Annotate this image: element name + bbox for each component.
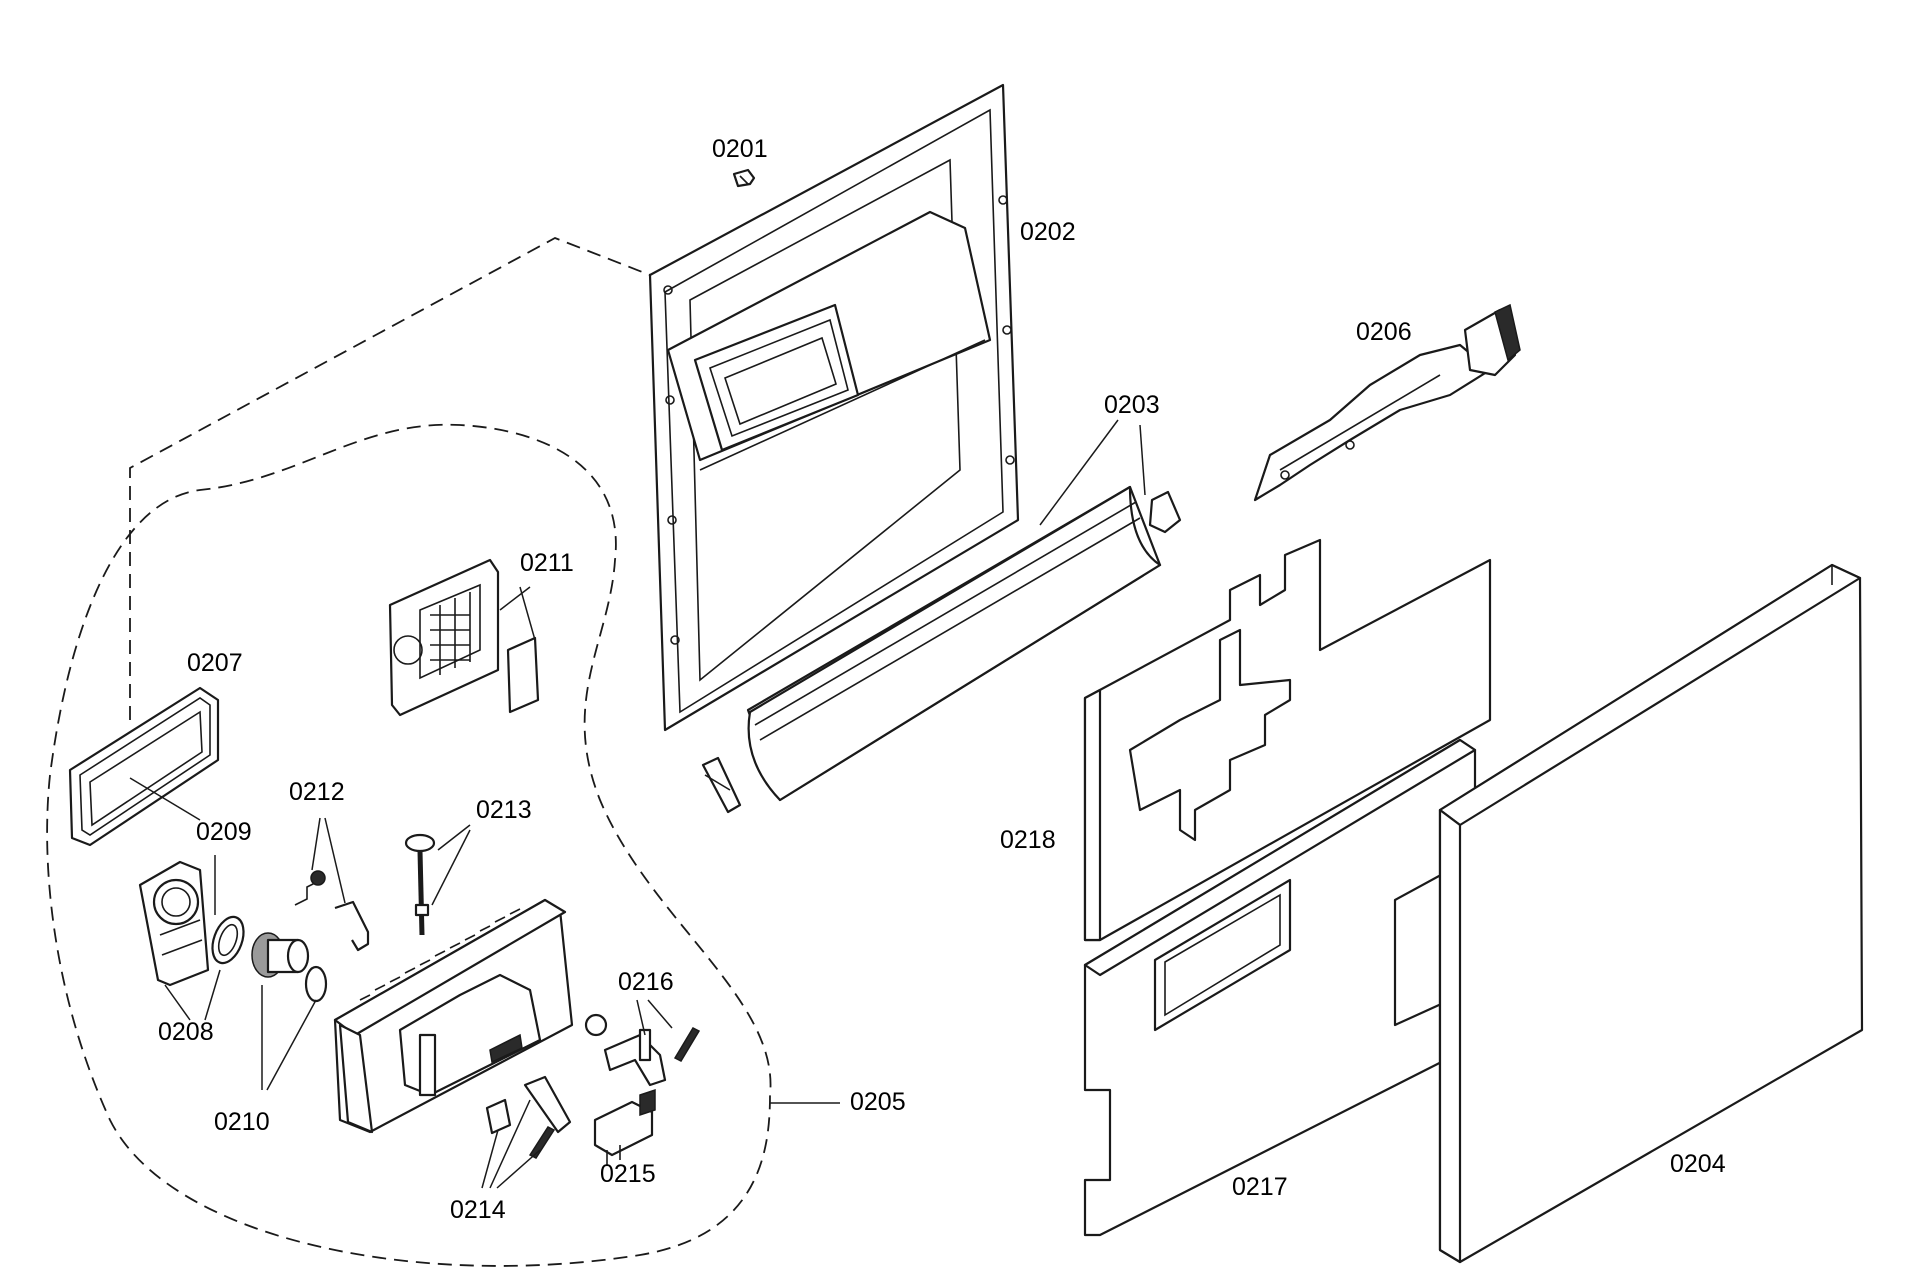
inner-door-liner-0202 [648, 83, 1020, 732]
callout-0213: 0213 [476, 796, 532, 824]
callout-0205: 0205 [850, 1088, 906, 1116]
callout-0203: 0203 [1104, 391, 1160, 419]
leader-lines [129, 419, 1146, 1189]
dashed-assembly-outlines [46, 237, 772, 1267]
callout-0214: 0214 [450, 1196, 506, 1224]
callout-0202: 0202 [1020, 218, 1076, 246]
outer-door-panel-0204 [1438, 563, 1864, 1264]
plunger-0213 [404, 833, 436, 936]
callout-0208: 0208 [158, 1018, 214, 1046]
fill-cap-0210 [251, 932, 328, 1003]
callout-0211: 0211 [520, 549, 574, 577]
screw-0201 [732, 168, 756, 188]
callout-0206: 0206 [1356, 318, 1412, 346]
vent-module-0211 [388, 558, 540, 717]
callout-0201: 0201 [712, 135, 768, 163]
callout-0217: 0217 [1232, 1173, 1288, 1201]
callout-0215: 0215 [600, 1160, 656, 1188]
switch-0215 [593, 1088, 656, 1165]
spring-lever-0212 [294, 870, 370, 952]
insulation-panel-0217 [1083, 738, 1477, 1237]
callout-0204: 0204 [1670, 1150, 1726, 1178]
callout-0210: 0210 [214, 1108, 270, 1136]
dispenser-cap-0208 [138, 860, 210, 987]
latch-bracket-0206 [1253, 303, 1521, 502]
callout-labels: 0201 0202 0206 0203 0211 0207 0212 0213 … [158, 135, 1726, 1224]
callout-0212: 0212 [289, 778, 345, 806]
callout-0207: 0207 [187, 649, 243, 677]
window-frame-0207 [68, 686, 220, 847]
lever-parts-0216 [584, 1013, 667, 1087]
insulation-panel-0218 [1083, 538, 1492, 942]
bottom-trim-strip-0203 [701, 485, 1182, 814]
dispenser-body-0205 [333, 898, 574, 1134]
gasket-ring-0209 [211, 915, 245, 965]
lever-parts-0214 [485, 1027, 701, 1159]
callout-0216: 0216 [618, 968, 674, 996]
callout-0218: 0218 [1000, 826, 1056, 854]
callout-0209: 0209 [196, 818, 252, 846]
